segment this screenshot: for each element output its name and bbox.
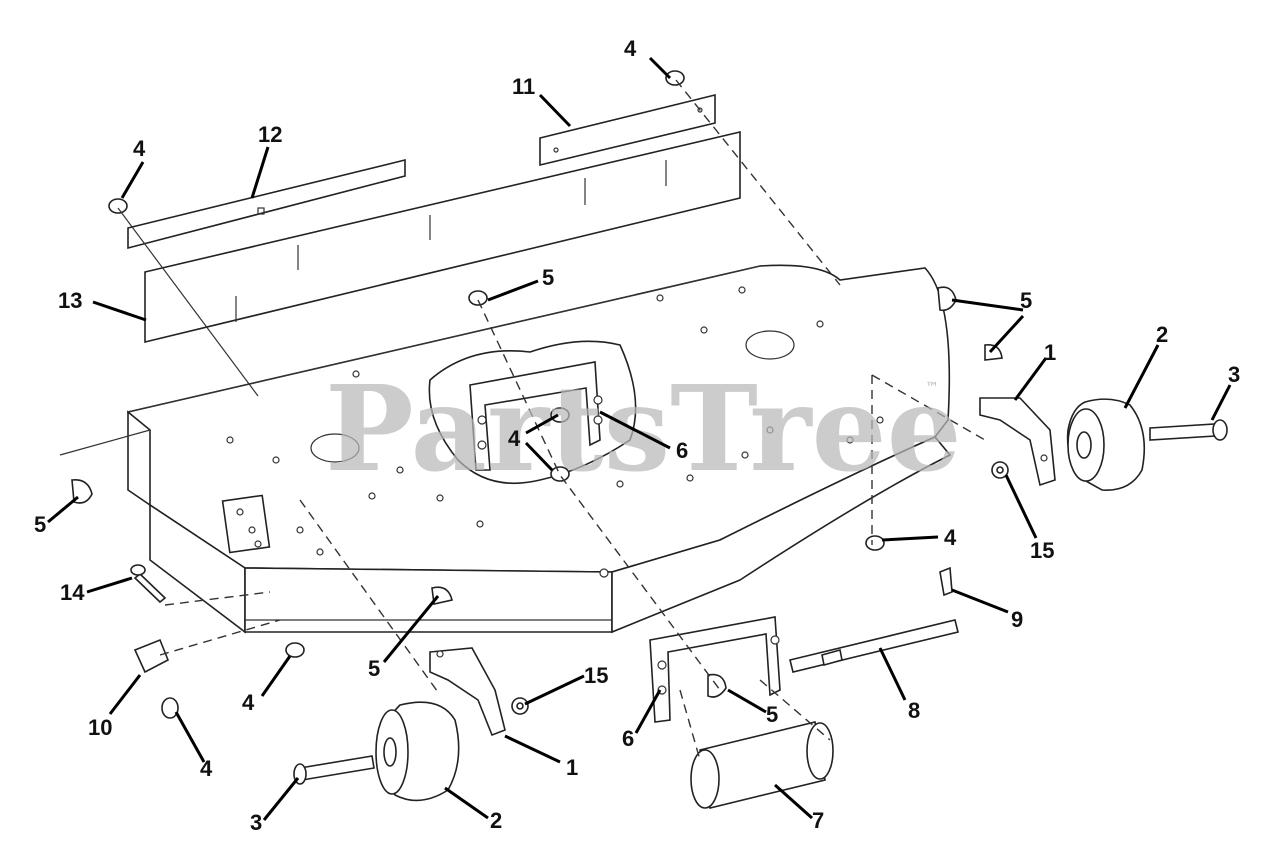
bolt-3-right bbox=[1149, 419, 1228, 441]
callout-11: 11 bbox=[512, 74, 535, 99]
callout-3: 3 bbox=[1228, 362, 1240, 387]
callout-2: 2 bbox=[490, 808, 502, 833]
callout-4: 4 bbox=[944, 525, 957, 550]
wheel-2-left bbox=[375, 701, 460, 802]
plate-11 bbox=[539, 93, 716, 167]
callout-12: 12 bbox=[258, 122, 282, 147]
callout-4: 4 bbox=[508, 426, 521, 451]
callout-3: 3 bbox=[250, 810, 262, 835]
callout-5: 5 bbox=[766, 702, 778, 727]
watermark-trademark: ™ bbox=[925, 380, 939, 396]
bracket-6-lower bbox=[649, 616, 781, 723]
callout-7: 7 bbox=[812, 808, 824, 833]
hardware bbox=[71, 70, 1003, 719]
callout-10: 10 bbox=[88, 715, 112, 740]
bracket-6-upper bbox=[469, 361, 603, 471]
callout-5: 5 bbox=[34, 512, 46, 537]
baffle-12 bbox=[127, 158, 406, 250]
callout-4: 4 bbox=[242, 690, 255, 715]
callout-9: 9 bbox=[1011, 607, 1023, 632]
callout-15: 15 bbox=[584, 663, 608, 688]
watermark-text: PartsTree bbox=[325, 359, 962, 498]
callout-13: 13 bbox=[58, 288, 82, 313]
wheel-2-right bbox=[1066, 398, 1146, 491]
callout-5: 5 bbox=[1020, 288, 1032, 313]
callouts: 4 11 12 4 13 5 5 1 2 3 4 6 5 15 4 14 9 5… bbox=[34, 36, 1240, 835]
mower-deck bbox=[127, 264, 952, 634]
callout-2: 2 bbox=[1156, 322, 1168, 347]
callout-14: 14 bbox=[60, 580, 85, 605]
callout-6: 6 bbox=[622, 726, 634, 751]
callout-1: 1 bbox=[1044, 340, 1056, 365]
callout-8: 8 bbox=[908, 698, 920, 723]
leader-lines bbox=[47, 56, 1232, 821]
wheel-bracket-1-right bbox=[979, 397, 1056, 487]
clip-9 bbox=[939, 566, 953, 597]
wheel-bracket-1-left bbox=[429, 647, 506, 737]
shaft-8 bbox=[789, 619, 959, 673]
callout-15: 15 bbox=[1030, 538, 1054, 563]
callout-4: 4 bbox=[133, 136, 146, 161]
bracket-10 bbox=[133, 638, 170, 674]
callout-1: 1 bbox=[566, 755, 578, 780]
callout-4: 4 bbox=[200, 756, 213, 781]
roller-7 bbox=[690, 721, 834, 809]
bolt-14 bbox=[130, 564, 167, 604]
callout-5: 5 bbox=[542, 265, 554, 290]
callout-4: 4 bbox=[624, 36, 637, 61]
bolt-3-left bbox=[293, 755, 375, 785]
callout-5: 5 bbox=[368, 656, 380, 681]
watermark: PartsTree ™ bbox=[325, 359, 962, 498]
callout-6: 6 bbox=[676, 438, 688, 463]
assembly-lines bbox=[59, 79, 986, 761]
